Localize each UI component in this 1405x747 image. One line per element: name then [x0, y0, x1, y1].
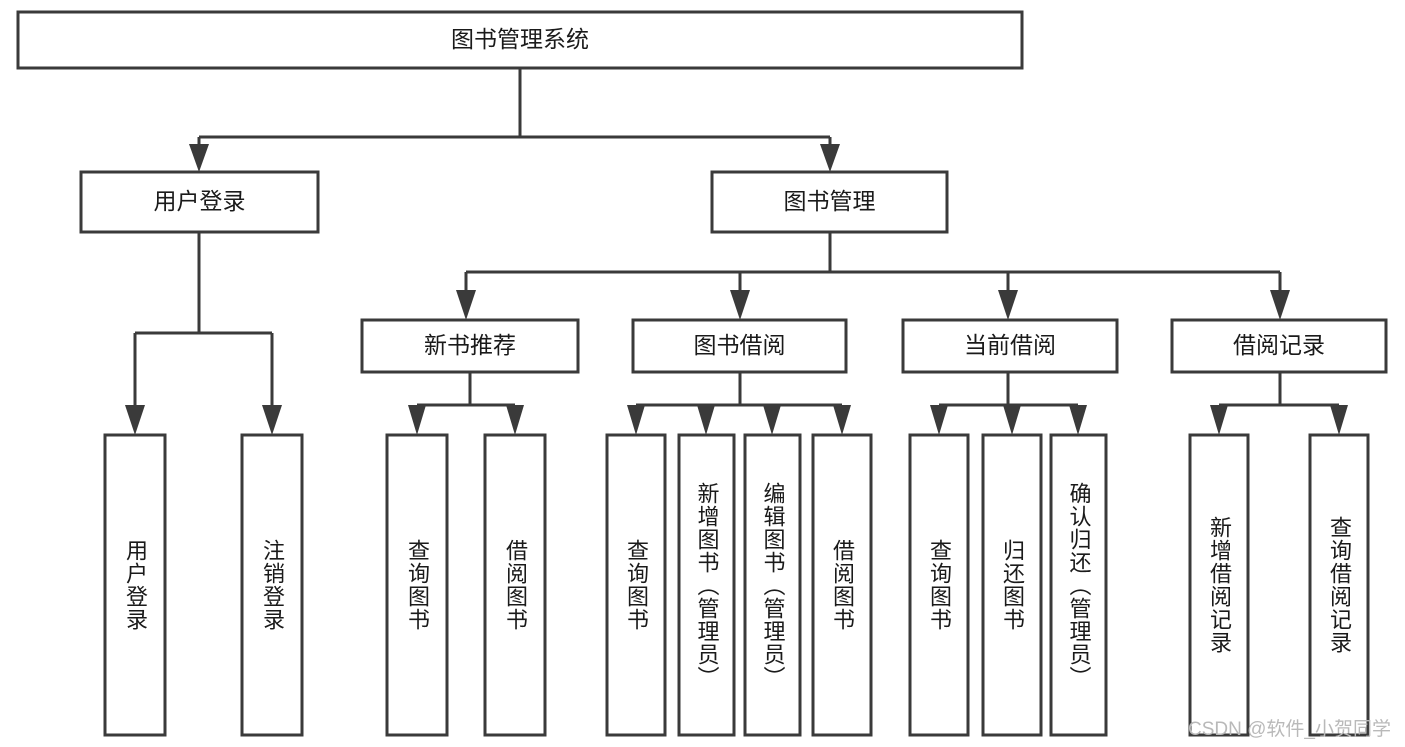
node-box-leaf-logout[interactable] — [240, 433, 304, 737]
arrow-head-borrow-record — [1270, 290, 1290, 320]
node-label-user-login: 用户登录 — [154, 188, 246, 214]
node-box-leaf-confirm-return[interactable] — [1049, 433, 1108, 737]
node-box-leaf-borrow-book-1[interactable] — [483, 433, 547, 737]
node-label-root: 图书管理系统 — [451, 26, 589, 52]
node-box-leaf-add-record[interactable] — [1188, 433, 1250, 737]
arrow-head-leaf-add-record — [1210, 405, 1228, 435]
node-box-book-manage[interactable] — [710, 170, 949, 234]
node-box-root[interactable] — [16, 10, 1024, 70]
arrow-head-leaf-borrow-book-2 — [833, 405, 851, 435]
arrow-head-leaf-query-book-2 — [627, 405, 645, 435]
node-box-borrow-record[interactable] — [1170, 318, 1388, 374]
arrow-head-leaf-logout — [262, 405, 282, 435]
arrow-head-book-borrow — [730, 290, 750, 320]
arrow-head-leaf-return-book — [1003, 405, 1021, 435]
node-box-leaf-query-record[interactable] — [1308, 433, 1370, 737]
connector-group-borrow-record — [1210, 372, 1348, 435]
node-box-current-borrow[interactable] — [901, 318, 1119, 374]
node-box-leaf-user-login[interactable] — [103, 433, 167, 737]
node-box-layer — [16, 10, 1388, 737]
arrow-head-new-book-recommend — [456, 290, 476, 320]
node-label-new-book-recommend: 新书推荐 — [424, 332, 516, 358]
node-label-book-manage: 图书管理 — [784, 188, 876, 214]
node-box-leaf-add-book[interactable] — [677, 433, 736, 737]
node-box-leaf-edit-book[interactable] — [743, 433, 802, 737]
arrow-head-leaf-query-book-1 — [408, 405, 426, 435]
arrow-head-current-borrow — [998, 290, 1018, 320]
arrow-head-leaf-query-record — [1330, 405, 1348, 435]
node-box-book-borrow[interactable] — [631, 318, 848, 374]
arrow-head-leaf-user-login — [125, 405, 145, 435]
node-box-new-book-recommend[interactable] — [360, 318, 580, 374]
arrow-head-leaf-confirm-return — [1069, 405, 1087, 435]
connector-group-book-manage — [456, 232, 1290, 320]
arrow-head-book-manage — [820, 144, 840, 172]
node-box-user-login[interactable] — [79, 170, 320, 234]
connector-group-book-borrow — [627, 372, 851, 435]
arrow-head-leaf-edit-book — [763, 405, 781, 435]
node-label-current-borrow: 当前借阅 — [964, 332, 1056, 358]
node-box-leaf-query-book-2[interactable] — [605, 433, 667, 737]
connector-group-current-borrow — [930, 372, 1087, 435]
arrow-head-leaf-query-book-3 — [930, 405, 948, 435]
node-box-leaf-query-book-1[interactable] — [385, 433, 449, 737]
connector-group-user-login — [125, 232, 282, 435]
watermark-text: CSDN @软件_小贺同学 — [1188, 719, 1391, 740]
node-box-leaf-return-book[interactable] — [981, 433, 1043, 737]
connector-group-root — [189, 68, 840, 172]
node-box-leaf-borrow-book-2[interactable] — [811, 433, 873, 737]
arrow-head-leaf-add-book — [697, 405, 715, 435]
arrow-head-user-login — [189, 144, 209, 172]
node-box-leaf-query-book-3[interactable] — [908, 433, 970, 737]
node-label-book-borrow: 图书借阅 — [694, 332, 786, 358]
arrow-head-leaf-borrow-book-1 — [506, 405, 524, 435]
connector-group-new-book-recommend — [408, 372, 524, 435]
node-label-borrow-record: 借阅记录 — [1233, 332, 1325, 358]
